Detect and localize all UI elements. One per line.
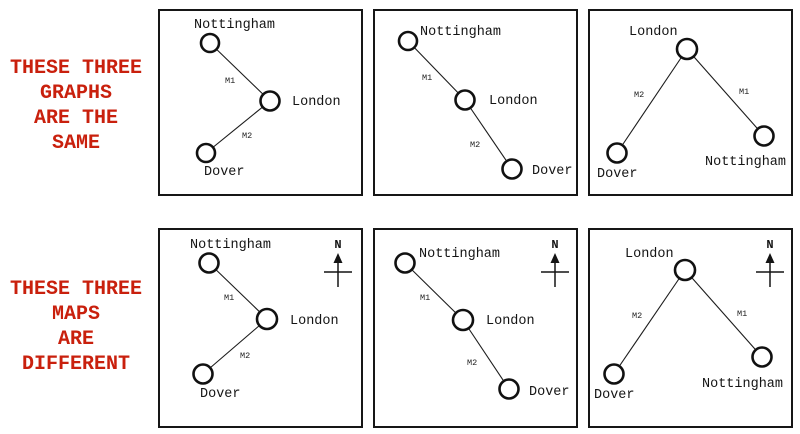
- node-nottingham-circle: [397, 30, 419, 52]
- panel-graph-1: Nottingham London Dover M1 M2: [158, 9, 363, 196]
- panel-graph-2: Nottingham London Dover M1 M2: [373, 9, 578, 196]
- map-1-drawing: Nottingham London Dover M1 M2 N: [190, 238, 352, 402]
- panel-map-2: Nottingham London Dover M1 M2 N: [373, 228, 578, 428]
- caption-maps-different: THESE THREE MAPS ARE DIFFERENT: [0, 277, 152, 377]
- compass-north-label: N: [334, 238, 341, 252]
- node-london-circle: [675, 37, 699, 61]
- node-london-circle: [673, 258, 697, 282]
- edge-m1-label: M1: [225, 76, 235, 86]
- node-dover-label: Dover: [529, 385, 570, 400]
- caption-line: THESE THREE: [9, 57, 143, 80]
- north-compass-icon: N: [756, 238, 784, 287]
- compass-arrowhead: [765, 253, 775, 263]
- edge-m2-label: M2: [240, 351, 250, 361]
- caption-line: MAPS: [51, 303, 100, 326]
- edge-m2-line: [613, 269, 686, 375]
- node-nottingham-circle: [753, 125, 775, 147]
- node-dover-circle: [192, 363, 214, 385]
- caption-line: THESE THREE: [9, 278, 143, 301]
- node-nottingham-label: Nottingham: [420, 25, 501, 40]
- map-2-drawing: Nottingham London Dover M1 M2 N: [394, 238, 570, 400]
- edge-m1-line: [404, 262, 464, 321]
- edge-m1-label: M1: [739, 87, 749, 97]
- caption-line: DIFFERENT: [21, 353, 131, 376]
- caption-graphs-same: THESE THREE GRAPHS ARE THE SAME: [0, 56, 152, 156]
- edge-m2-line: [202, 318, 268, 375]
- node-london-label: London: [625, 247, 674, 262]
- edge-m2-label: M2: [634, 90, 644, 100]
- edge-m1-label: M1: [737, 309, 747, 319]
- edge-m1-label: M1: [420, 293, 430, 303]
- node-london-label: London: [489, 94, 538, 109]
- node-nottingham-circle: [751, 346, 773, 368]
- edge-m2-label: M2: [632, 311, 642, 321]
- caption-line: SAME: [51, 132, 100, 155]
- caption-line: ARE THE: [33, 107, 118, 130]
- graph-3-drawing: London Dover Nottingham M2 M1: [597, 25, 786, 182]
- node-dover-label: Dover: [204, 165, 245, 180]
- graph-2-drawing: Nottingham London Dover M1 M2: [397, 25, 573, 180]
- edge-m2-line: [205, 100, 271, 154]
- edge-m2-line: [616, 48, 688, 154]
- compass-north-label: N: [766, 238, 773, 252]
- node-nottingham-circle: [394, 252, 416, 274]
- node-london-label: London: [290, 314, 339, 329]
- edge-m2-label: M2: [470, 140, 480, 150]
- edge-m2-line: [462, 319, 510, 390]
- node-dover-circle: [606, 142, 628, 164]
- node-nottingham-circle: [198, 252, 220, 274]
- node-dover-label: Dover: [597, 167, 638, 182]
- edge-m1-label: M1: [224, 293, 234, 303]
- edge-m2-label: M2: [242, 131, 252, 141]
- node-nottingham-label: Nottingham: [705, 155, 786, 170]
- node-london-circle: [255, 307, 279, 331]
- node-london-label: London: [292, 95, 341, 110]
- edge-m1-line: [209, 42, 271, 102]
- map-3-drawing: London Dover Nottingham M2 M1 N: [594, 238, 784, 403]
- caption-line: GRAPHS: [39, 82, 112, 105]
- node-london-circle: [259, 90, 281, 112]
- node-london-circle: [451, 308, 475, 332]
- panel-map-1: Nottingham London Dover M1 M2 N: [158, 228, 363, 428]
- edge-m1-line: [684, 269, 763, 358]
- edge-m1-label: M1: [422, 73, 432, 83]
- node-dover-label: Dover: [532, 164, 573, 179]
- compass-arrowhead: [550, 253, 560, 263]
- node-dover-circle: [501, 158, 523, 180]
- north-compass-icon: N: [324, 238, 352, 287]
- compass-north-label: N: [551, 238, 558, 252]
- edge-m1-line: [686, 48, 765, 137]
- node-london-circle: [454, 89, 476, 111]
- compass-arrowhead: [333, 253, 343, 263]
- edge-m1-line: [208, 262, 268, 320]
- node-nottingham-label: Nottingham: [194, 18, 275, 33]
- north-compass-icon: N: [541, 238, 569, 287]
- edge-m1-line: [407, 40, 466, 101]
- edge-m2-line: [464, 99, 513, 170]
- panel-graph-3: London Dover Nottingham M2 M1: [588, 9, 793, 196]
- edge-m2-label: M2: [467, 358, 477, 368]
- graph-1-drawing: Nottingham London Dover M1 M2: [194, 18, 341, 180]
- node-dover-circle: [498, 378, 520, 400]
- node-dover-label: Dover: [200, 387, 241, 402]
- node-nottingham-label: Nottingham: [190, 238, 271, 253]
- node-dover-circle: [603, 363, 625, 385]
- panel-map-3: London Dover Nottingham M2 M1 N: [588, 228, 793, 428]
- node-london-label: London: [629, 25, 678, 40]
- node-london-label: London: [486, 314, 535, 329]
- node-nottingham-label: Nottingham: [419, 247, 500, 262]
- node-nottingham-circle: [199, 32, 221, 54]
- node-nottingham-label: Nottingham: [702, 377, 783, 392]
- node-dover-circle: [195, 142, 217, 164]
- caption-line: ARE: [57, 328, 94, 351]
- node-dover-label: Dover: [594, 388, 635, 403]
